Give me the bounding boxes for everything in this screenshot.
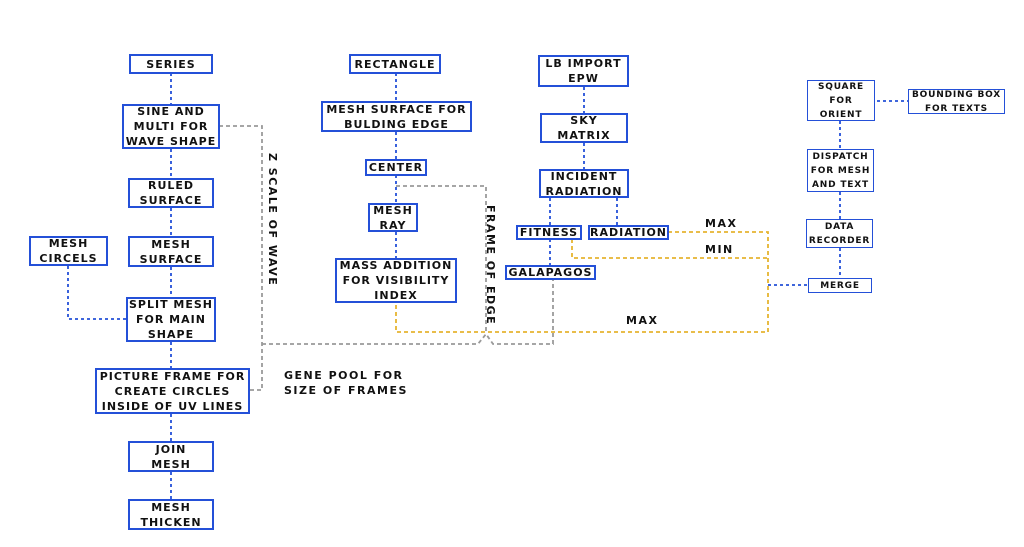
node-sky-matrix[interactable]: SKY MATRIX (540, 113, 628, 143)
node-mesh-surface[interactable]: MESH SURFACE (128, 236, 214, 267)
node-fitness[interactable]: FITNESS (516, 225, 582, 240)
node-incident-radiation[interactable]: INCIDENT RADIATION (539, 169, 629, 198)
node-mesh-thicken[interactable]: MESH THICKEN (128, 499, 214, 530)
node-bounding-box[interactable]: BOUNDING BOX FOR TEXTS (908, 89, 1005, 114)
link-fitness-min (571, 239, 768, 259)
node-series[interactable]: SERIES (129, 54, 213, 74)
node-picture-frame[interactable]: PICTURE FRAME FOR CREATE CIRCLES INSIDE … (95, 368, 250, 414)
node-merge[interactable]: MERGE (808, 278, 872, 293)
label-gene-pool: GENE POOL FOR SIZE OF FRAMES (284, 369, 408, 397)
node-dispatch[interactable]: DISPATCH FOR MESH AND TEXT (807, 149, 874, 192)
link-circles-split (67, 266, 126, 320)
node-galapagos[interactable]: GALAPAGOS (505, 265, 596, 280)
label-max-top: MAX (705, 217, 738, 230)
node-split-mesh[interactable]: SPLIT MESH FOR MAIN SHAPE (126, 297, 216, 342)
node-square-orient[interactable]: SQUARE FOR ORIENT (807, 80, 875, 121)
node-join-mesh[interactable]: JOIN MESH (128, 441, 214, 472)
link-radiation-max (395, 231, 769, 333)
node-rectangle[interactable]: RECTANGLE (349, 54, 441, 74)
node-mass-addition[interactable]: MASS ADDITION FOR VISIBILITY INDEX (335, 258, 457, 303)
label-min: MIN (705, 243, 734, 256)
node-radiation[interactable]: RADIATION (588, 225, 669, 240)
node-lb-import[interactable]: LB IMPORT EPW (538, 55, 629, 87)
node-data-recorder[interactable]: DATA RECORDER (806, 219, 873, 248)
link-z-scale (219, 125, 263, 391)
label-max-bottom: MAX (626, 314, 659, 327)
node-ruled-surface[interactable]: RULED SURFACE (128, 178, 214, 208)
node-center[interactable]: CENTER (365, 159, 427, 176)
node-sine-multi[interactable]: SINE AND MULTI FOR WAVE SHAPE (122, 104, 220, 149)
node-mesh-circles[interactable]: MESH CIRCELS (29, 236, 108, 266)
node-mesh-surface-edge[interactable]: MESH SURFACE FOR BULDING EDGE (321, 101, 472, 132)
node-mesh-ray[interactable]: MESH RAY (368, 203, 418, 232)
label-frame-of-edge: FRAME OF EDGE (484, 205, 497, 326)
label-z-scale-of-wave: Z SCALE OF WAVE (266, 153, 279, 287)
link-gene-pool (262, 280, 554, 345)
link-frame-of-edge (396, 185, 487, 334)
